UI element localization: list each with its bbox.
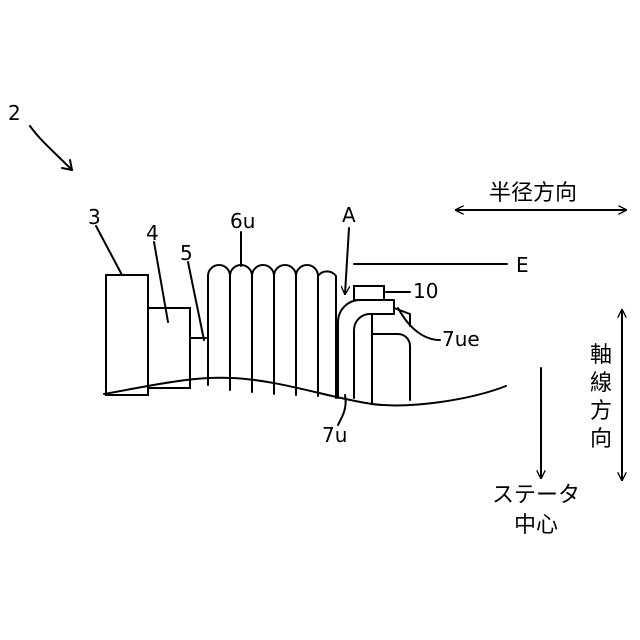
coil-loop [318,271,336,398]
part-4-label: 4 [146,221,159,245]
radial-direction-label: 半径方向 [489,181,577,206]
figure-reference: 2 [8,101,72,170]
part-10-label: 10 [413,279,438,303]
figure-ref-label: 2 [8,101,21,125]
part-3-block [106,275,148,395]
part-10-block [354,286,384,300]
lead-7u [338,300,394,398]
axial-label-char: 向 [590,427,612,452]
lead-end-label: 7ue [442,327,480,351]
region-a-label: A [342,203,356,227]
lead-label: 7u [322,423,347,447]
part-4-block [148,308,190,388]
coil-loop [252,265,274,394]
part-3-leader [96,226,122,275]
coil-loop [274,265,296,395]
stator-center-label-line1: ステータ [492,483,580,508]
figure-ref-arrow [30,126,72,170]
stator-center-label-line2: 中心 [514,513,558,538]
coil-end-label: 6u [230,209,255,233]
lead-7ue-outer [372,334,410,400]
axial-label-char: 線 [590,371,612,396]
coil-loop [208,265,230,390]
axial-direction-label: 軸 線 方 向 [590,343,612,452]
coil-loop [230,265,252,392]
axial-label-char: 方 [590,399,612,424]
part-3-label: 3 [88,205,101,229]
line-e-label: E [516,253,529,277]
region-a-arrow [345,228,349,294]
part-5-label: 5 [180,241,193,265]
coil-loop [296,265,318,396]
axial-label-char: 軸 [590,343,612,368]
